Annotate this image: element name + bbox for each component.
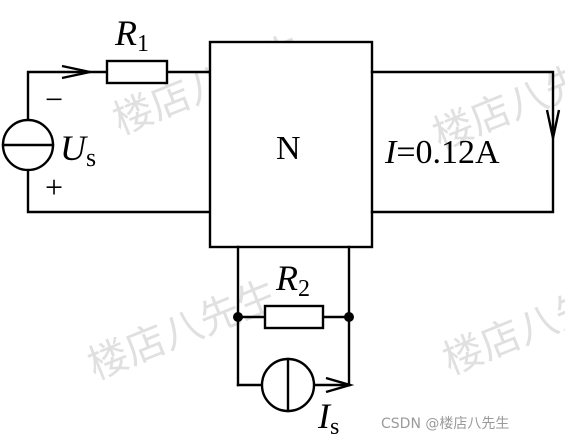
left-current-arrow <box>61 64 91 80</box>
junction-dot-right <box>344 312 354 322</box>
watermark-4: 楼店八先生 <box>437 267 565 385</box>
right-current-arrow <box>545 109 561 139</box>
label-plus: + <box>45 169 63 205</box>
network-box <box>208 40 374 249</box>
label-us: Us <box>60 128 96 172</box>
watermark-3: 楼店八先生 <box>82 272 285 390</box>
label-network: N <box>276 130 301 167</box>
resistor-r1 <box>105 59 169 85</box>
label-current: I=0.12A <box>384 134 500 171</box>
label-minus: − <box>45 81 63 117</box>
current-source-is <box>260 357 316 413</box>
voltage-source-us <box>1 118 55 172</box>
label-r2: R2 <box>275 258 310 302</box>
label-r1: R1 <box>114 13 149 57</box>
label-is: Is <box>317 396 339 440</box>
junction-dot-left <box>233 312 243 322</box>
resistor-r2 <box>263 304 325 330</box>
credit-text: CSDN @楼店八先生 <box>381 416 509 432</box>
is-current-arrow <box>325 376 355 394</box>
right-loop-wires <box>370 70 555 214</box>
